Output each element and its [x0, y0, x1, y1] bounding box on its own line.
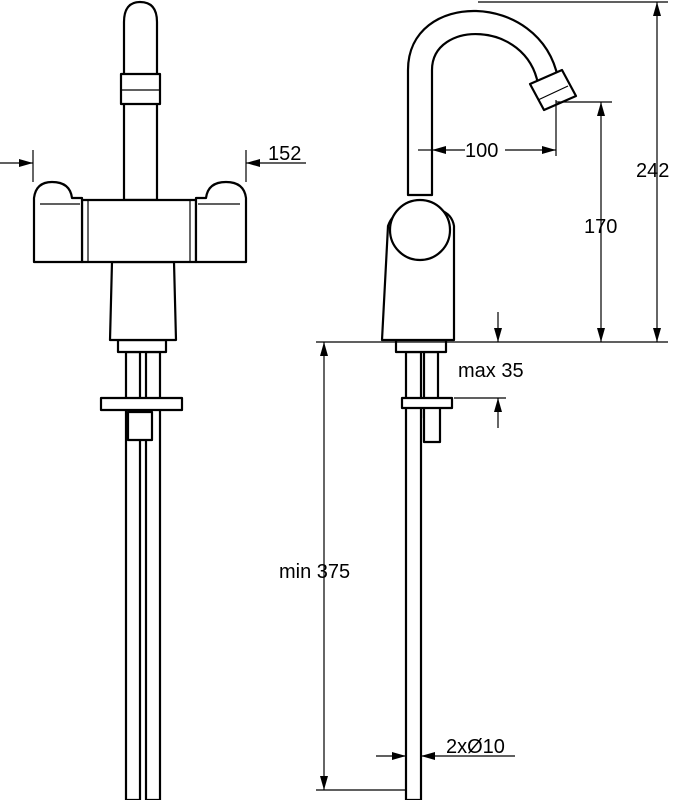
- total-height-dimension: [478, 1, 668, 342]
- deck-thickness-label: max 35: [458, 360, 524, 382]
- total-height-label: 242: [636, 160, 669, 182]
- front-shank: [116, 338, 168, 354]
- front-base: [108, 260, 178, 342]
- side-aerator: [528, 68, 578, 112]
- front-mounting-nut: [126, 410, 154, 442]
- left-handle: [32, 180, 84, 264]
- hose-length-dimension: [316, 342, 406, 791]
- front-view: 152: [0, 0, 306, 800]
- side-handle: [388, 198, 452, 262]
- handle-span-label: 152: [268, 143, 301, 165]
- right-handle: [194, 180, 248, 264]
- side-view: 100 170 242 max 35: [279, 1, 669, 800]
- spout-height-label: 170: [584, 216, 617, 238]
- hose-diameter-dimension: [376, 752, 515, 760]
- front-aerator: [119, 72, 162, 106]
- spout-height-dimension: [556, 101, 612, 342]
- handle-span-dimension: [0, 150, 306, 182]
- side-mounting-plate: [400, 396, 454, 410]
- front-mounting-plate: [99, 396, 184, 412]
- side-spout: [406, 9, 560, 197]
- spout-reach-label: 100: [465, 140, 498, 162]
- deck-thickness-dimension: [454, 312, 506, 428]
- hose-length-label: min 375: [279, 561, 350, 583]
- spout-reach-dimension: [418, 100, 557, 156]
- front-body: [80, 198, 198, 264]
- hose-diameter-label: 2xØ10: [446, 736, 505, 758]
